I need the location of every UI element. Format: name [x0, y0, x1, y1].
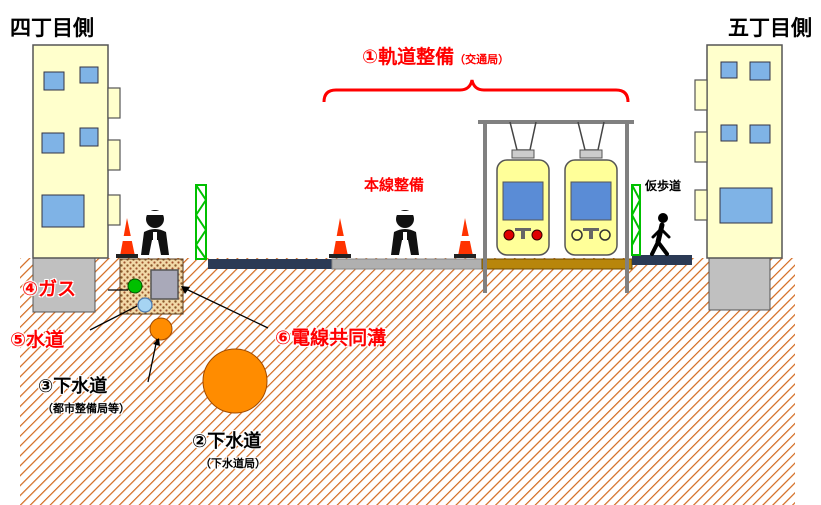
traffic-cone-2: [329, 218, 351, 258]
main-line-pavement: [331, 258, 483, 270]
left-side-label: 四丁目側: [10, 16, 94, 40]
water-pipe: [137, 297, 153, 313]
cable-duct-box: [150, 269, 179, 300]
catenary-frame: [478, 120, 634, 293]
left-sidewalk-pavement: [208, 259, 332, 269]
worker-1: [141, 210, 169, 255]
track-bed: [481, 258, 633, 270]
traffic-cone-1: [116, 218, 138, 258]
sewer-large-sub: （下水道局）: [200, 457, 266, 470]
sewer-small-title: ③下水道: [38, 376, 108, 397]
sewer-large-title: ②下水道: [192, 431, 262, 452]
track-bracket: [322, 79, 630, 103]
gas-pipe: [127, 278, 143, 294]
leader-lines: [89, 288, 269, 383]
sewer-small-sub: （都市整備局等）: [42, 402, 130, 415]
main-line-label: 本線整備: [364, 176, 425, 194]
arrow-heads: [153, 286, 190, 346]
right-barrier: [631, 184, 641, 256]
large-sewer-pipe: [202, 348, 268, 414]
track-sub: （交通局）: [454, 53, 510, 66]
tram-1: [496, 121, 550, 256]
tram-2: [564, 121, 618, 256]
track-label: ①軌道整備（交通局）: [362, 48, 509, 67]
gas-label: ④ガス: [22, 278, 77, 300]
walkway-pavement: [632, 255, 692, 265]
track-title: ①軌道整備: [362, 46, 455, 68]
pedestrian-icon: [650, 213, 671, 256]
walkway-label: 仮歩道: [645, 179, 682, 193]
right-side-label: 五丁目側: [728, 16, 812, 40]
traffic-cone-3: [454, 218, 476, 258]
right-building: [694, 44, 783, 311]
utility-trench: [119, 258, 184, 315]
water-label: ⑤水道: [10, 329, 65, 351]
left-barrier: [195, 184, 207, 260]
left-building: [32, 44, 121, 313]
small-sewer-pipe: [149, 317, 173, 341]
cable-duct-label: ⑥電線共同溝: [275, 327, 387, 349]
worker-2: [391, 210, 419, 255]
